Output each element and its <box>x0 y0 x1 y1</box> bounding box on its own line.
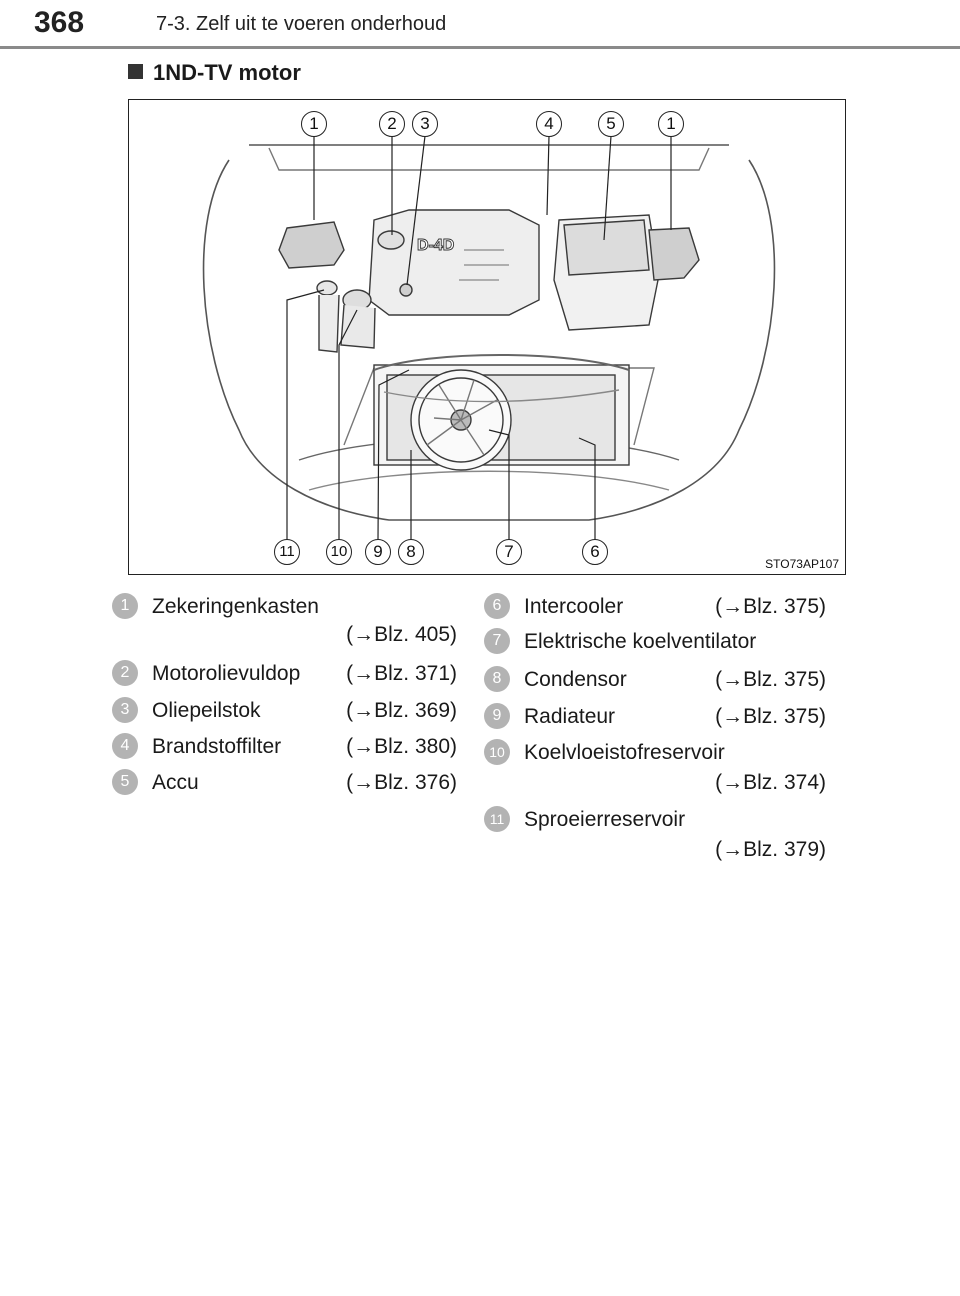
legend-item: 1 Zekeringenkasten (→Blz. 405) <box>112 593 457 653</box>
legend-item: 3 Oliepeilstok (→Blz. 369) <box>112 697 457 727</box>
callout-top-2: 2 <box>379 111 405 137</box>
callout-top-1: 1 <box>301 111 327 137</box>
engine-badge: D-4D <box>417 237 454 254</box>
legend-number: 6 <box>484 593 510 619</box>
engine-bay-drawing: D-4D <box>202 135 776 541</box>
legend-name: Radiateur <box>524 705 616 728</box>
legend-name: Intercooler <box>524 595 624 618</box>
legend-reference: (→Blz. 380) <box>346 735 457 758</box>
legend-number: 5 <box>112 769 138 795</box>
callout-bottom-10: 10 <box>326 539 352 565</box>
callout-top-4: 4 <box>536 111 562 137</box>
legend-name: Condensor <box>524 668 627 691</box>
callout-bottom-6: 6 <box>582 539 608 565</box>
legend-number: 2 <box>112 660 138 686</box>
engine-bay-illustration: D-4D 1 2 3 4 5 1 11 10 9 8 7 6 STO73AP10… <box>128 99 846 575</box>
legend-item: 10 Koelvloeistofreservoir (→Blz. 374) <box>484 739 826 799</box>
legend-name: Zekeringenkasten <box>152 595 319 618</box>
legend-name: Motorolievuldop <box>152 662 301 685</box>
legend-item: 6 Intercooler (→Blz. 375) <box>484 593 826 623</box>
legend-name: Sproeierreservoir <box>524 808 686 831</box>
legend-number: 7 <box>484 628 510 654</box>
section-title-text: 1ND-TV motor <box>153 60 301 85</box>
legend-item: 5 Accu (→Blz. 376) <box>112 769 457 799</box>
chapter-title: 7-3. Zelf uit te voeren onderhoud <box>156 13 447 35</box>
legend-name: Accu <box>152 771 199 794</box>
legend-item: 8 Condensor (→Blz. 375) <box>484 666 826 696</box>
legend-reference: (→Blz. 374) <box>715 771 826 794</box>
legend-name: Brandstoffilter <box>152 735 282 758</box>
legend-number: 8 <box>484 666 510 692</box>
callout-bottom-11: 11 <box>274 539 300 565</box>
square-bullet-icon <box>128 64 143 79</box>
callout-top-3: 3 <box>412 111 438 137</box>
legend-number: 4 <box>112 733 138 759</box>
figure-code: STO73AP107 <box>765 557 839 571</box>
section-title: 1ND-TV motor <box>128 60 301 86</box>
legend-number: 9 <box>484 703 510 729</box>
legend-item: 7 Elektrische koelventilator <box>484 628 826 658</box>
legend-item: 9 Radiateur (→Blz. 375) <box>484 703 826 733</box>
legend-name: Oliepeilstok <box>152 699 261 722</box>
legend-number: 10 <box>484 739 510 765</box>
callout-bottom-8: 8 <box>398 539 424 565</box>
legend-reference: (→Blz. 405) <box>346 623 457 646</box>
callout-top-6: 1 <box>658 111 684 137</box>
legend-name: Koelvloeistofreservoir <box>524 741 725 764</box>
legend-reference: (→Blz. 375) <box>715 668 826 691</box>
legend-reference: (→Blz. 369) <box>346 699 457 722</box>
legend-item: 11 Sproeierreservoir (→Blz. 379) <box>484 806 826 866</box>
callout-bottom-7: 7 <box>496 539 522 565</box>
legend-reference: (→Blz. 379) <box>715 838 826 861</box>
callout-bottom-9: 9 <box>365 539 391 565</box>
callout-top-5: 5 <box>598 111 624 137</box>
legend-reference: (→Blz. 376) <box>346 771 457 794</box>
legend-reference: (→Blz. 375) <box>715 595 826 618</box>
legend-item: 4 Brandstoffilter (→Blz. 380) <box>112 733 457 763</box>
legend-number: 3 <box>112 697 138 723</box>
page-number: 368 <box>34 6 85 39</box>
legend-reference: (→Blz. 371) <box>346 662 457 685</box>
legend-number: 1 <box>112 593 138 619</box>
legend-number: 11 <box>484 806 510 832</box>
legend-reference: (→Blz. 375) <box>715 705 826 728</box>
legend-item: 2 Motorolievuldop (→Blz. 371) <box>112 660 457 690</box>
header-rule <box>0 46 960 49</box>
legend-name: Elektrische koelventilator <box>524 630 757 653</box>
